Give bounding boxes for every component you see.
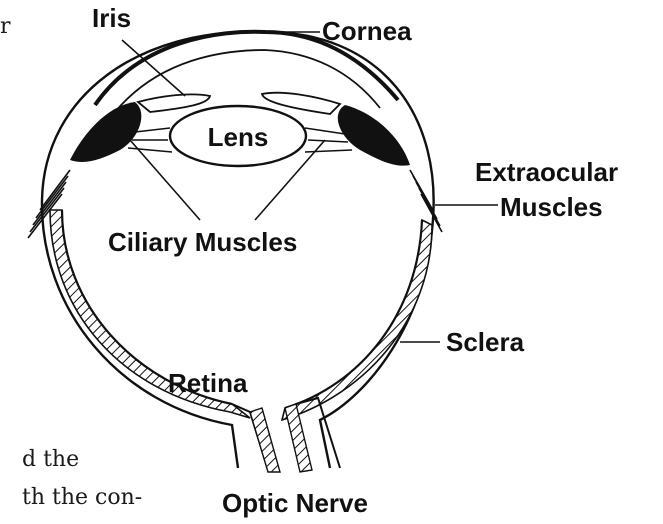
- label-lens: Lens: [208, 122, 269, 152]
- label-retina: Retina: [168, 368, 248, 398]
- label-iris: Iris: [92, 3, 131, 33]
- label-sclera: Sclera: [446, 327, 525, 357]
- label-cornea: Cornea: [322, 16, 412, 46]
- label-extraocular-line1: Extraocular: [475, 157, 618, 187]
- label-ciliary-muscles: Ciliary Muscles: [108, 227, 297, 257]
- label-extraocular-line2: Muscles: [500, 192, 603, 222]
- label-optic-nerve: Optic Nerve: [222, 488, 368, 518]
